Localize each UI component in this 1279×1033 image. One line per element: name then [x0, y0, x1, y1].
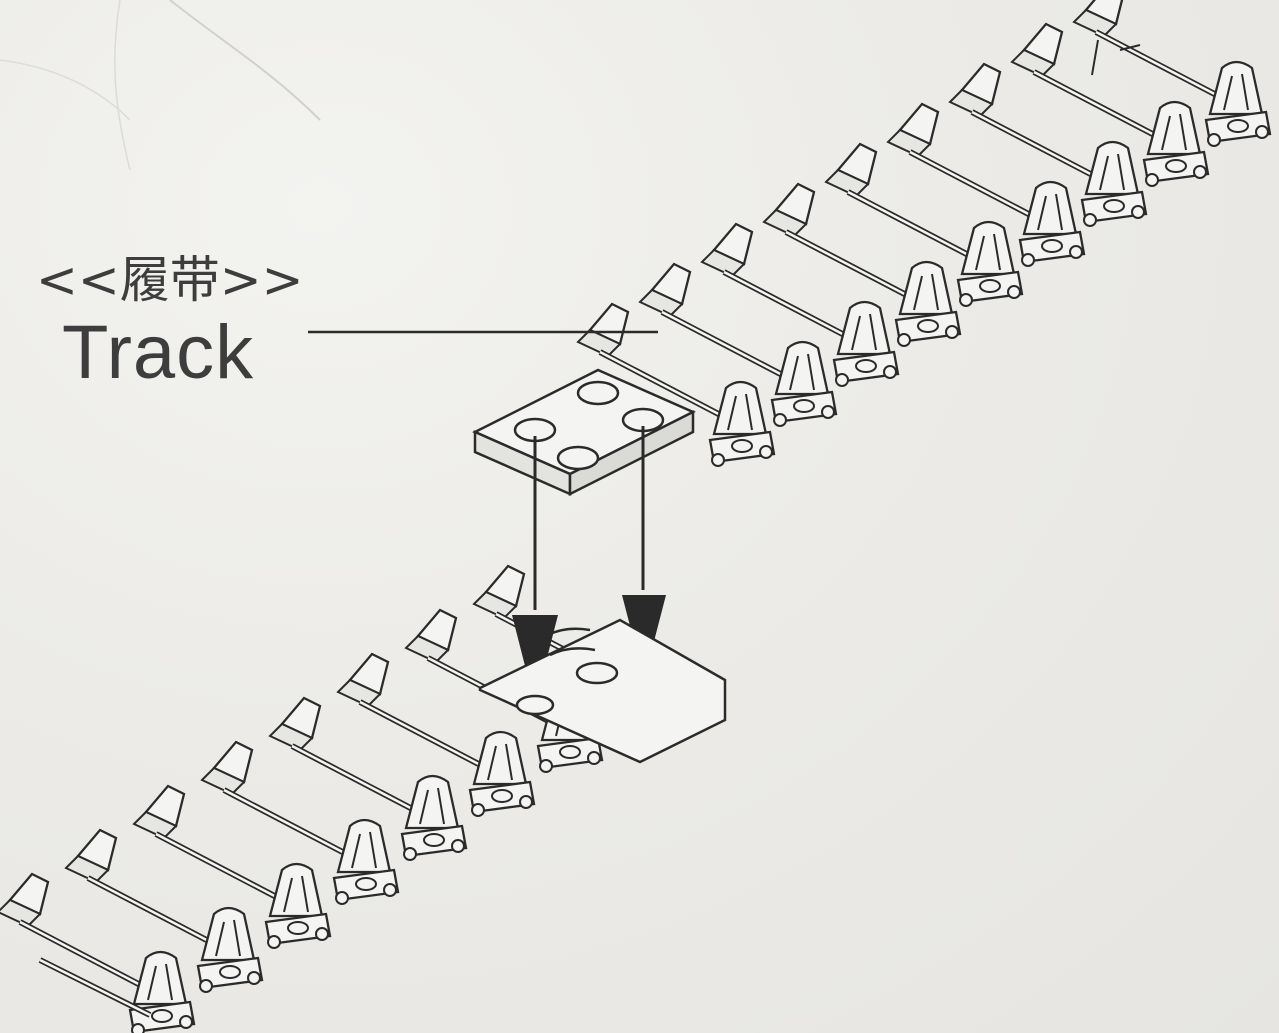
connector-plate-icon: [472, 368, 696, 497]
track-link-icon: [700, 222, 900, 387]
track-link-icon: [336, 652, 536, 817]
track-link-icon: [0, 872, 196, 1033]
receiving-links: [478, 618, 727, 764]
track-link-icon: [200, 740, 400, 905]
label-english: Track: [62, 310, 255, 395]
upper-track-run: [576, 0, 1272, 467]
lower-track-run: [0, 564, 672, 1033]
track-callout: <<履带>> Track: [36, 250, 304, 396]
track-link-icon: [886, 102, 1086, 267]
track-link-icon: [948, 62, 1148, 227]
track-link-icon: [576, 302, 776, 467]
track-link-icon: [132, 784, 332, 949]
track-link-icon: [824, 142, 1024, 307]
label-chinese: <<履带>>: [36, 251, 304, 309]
track-link-icon: [1010, 22, 1210, 187]
track-link-icon: [268, 696, 468, 861]
track-link-icon: [762, 182, 962, 347]
track-link-icon: [1072, 0, 1272, 147]
track-link-icon: [638, 262, 838, 427]
track-link-icon: [64, 828, 264, 993]
